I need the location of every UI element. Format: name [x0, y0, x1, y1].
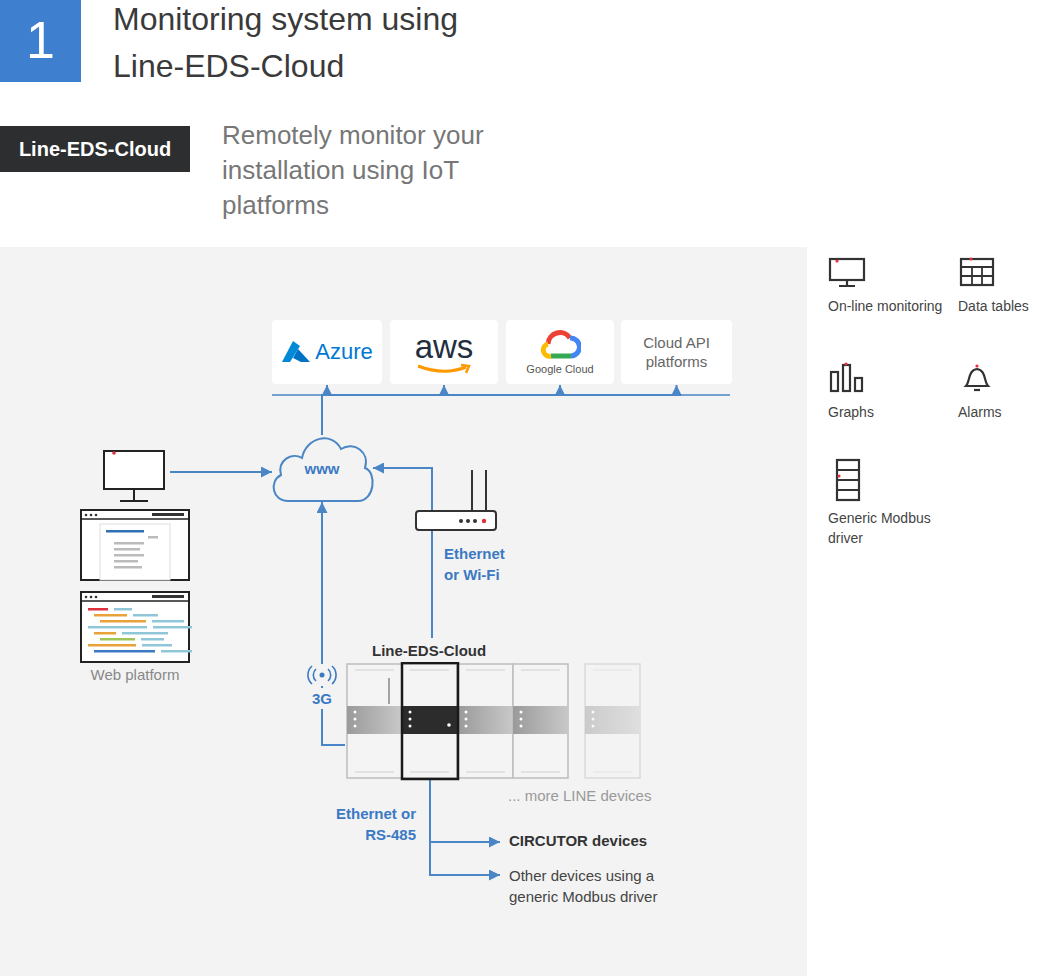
- google-cloud-logo: [539, 328, 581, 360]
- legend-icon: [828, 458, 868, 502]
- legend-text: On-line monitoring: [828, 296, 948, 316]
- aws-smile: [414, 363, 474, 375]
- other-devices: Other devices using a generic Modbus dri…: [500, 865, 684, 909]
- antenna-icon: [306, 664, 338, 686]
- line-eds-cloud-device: Line-EDS-Cloud: [345, 638, 641, 782]
- connection-label: 3G: [307, 688, 337, 709]
- legend-text: Generic Modbus driver: [828, 508, 948, 548]
- azure-box: Azure: [272, 320, 382, 384]
- connector-arrow: [322, 385, 560, 435]
- legend-item: Alarms: [958, 362, 1053, 422]
- badge-text: Line-EDS-Cloud: [19, 137, 171, 161]
- legend-icon: [828, 362, 868, 396]
- router-icon: [416, 470, 496, 530]
- device-target: Other devices using a generic Modbus dri…: [509, 865, 684, 907]
- web-platform: Web platform: [78, 448, 192, 688]
- connector-arrow: [322, 385, 444, 435]
- google-cloud-box: Google Cloud: [506, 320, 614, 384]
- aws-box: aws: [390, 320, 498, 384]
- legend-item: Graphs: [828, 362, 948, 422]
- platform-name: aws: [415, 330, 474, 363]
- title: Monitoring system using Line-EDS-Cloud: [113, 0, 493, 90]
- azure-logo: [281, 340, 311, 364]
- number-badge: [0, 0, 81, 82]
- web-platform-label: Web platform: [91, 666, 180, 684]
- connection-label: Ethernet or Wi-Fi: [444, 543, 522, 585]
- legend-icon: [958, 256, 998, 290]
- legend-text: Alarms: [958, 402, 1053, 422]
- connector-arrow: [322, 385, 677, 435]
- legend-text: Graphs: [828, 402, 948, 422]
- subtitle: Remotely monitor your installation using…: [222, 118, 522, 223]
- connector-arrow: [430, 780, 500, 842]
- connector-arrow: [430, 780, 500, 875]
- api-platform-box: Cloud API platforms: [621, 320, 732, 384]
- device-heading: Line-EDS-Cloud: [372, 642, 641, 660]
- platform-name: Azure: [315, 339, 372, 365]
- connector-arrow: [170, 471, 272, 473]
- circutor-devices: CIRCUTOR devices: [500, 832, 675, 854]
- internet-cloud: www: [268, 425, 376, 503]
- title-badge: Line-EDS-Cloud: [0, 126, 190, 172]
- legend-item: On-line monitoring: [828, 256, 948, 316]
- legend-item: Data tables: [958, 256, 1053, 316]
- more-devices-note: ... more LINE devices: [508, 786, 708, 805]
- grey-panel: [0, 247, 807, 976]
- line-module-rack: [345, 662, 641, 782]
- legend-item: Generic Modbus driver: [828, 458, 948, 548]
- section-number: 1: [0, 8, 81, 72]
- connection-label: Ethernet or RS-485: [320, 803, 416, 845]
- web-platform-icons: [78, 448, 192, 666]
- cloud-label: www: [304, 460, 339, 478]
- platform-name: Google Cloud: [526, 363, 593, 376]
- legend-text: Data tables: [958, 296, 1053, 316]
- connector-arrow: [373, 468, 432, 638]
- device-target: CIRCUTOR devices: [509, 832, 675, 850]
- legend-icon: [828, 256, 868, 290]
- legend-icon: [958, 362, 998, 396]
- platform-name: Cloud API platforms: [629, 333, 724, 371]
